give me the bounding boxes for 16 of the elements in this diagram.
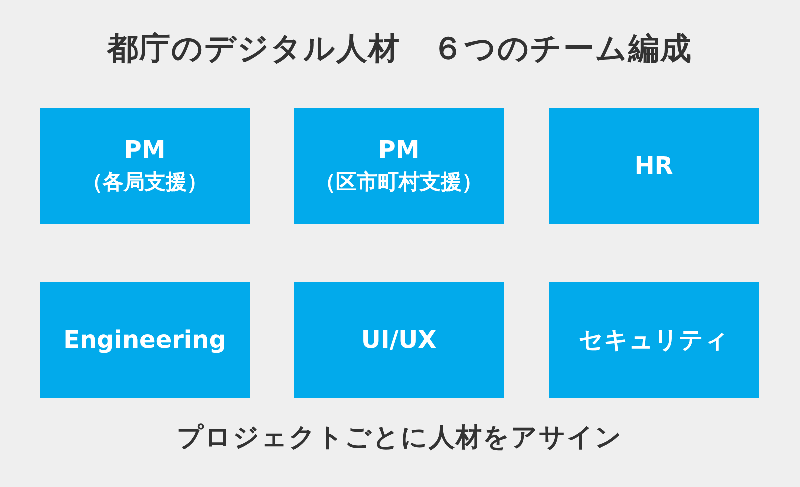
- team-box: [549, 282, 759, 398]
- team-name: Engineering: [64, 325, 226, 356]
- team-box: [294, 108, 504, 224]
- team-box: [294, 282, 504, 398]
- team-name: UI/UX: [361, 325, 437, 356]
- team-name: HR: [634, 151, 674, 182]
- team-subtitle: （区市町村支援）: [315, 169, 483, 196]
- team-box: [40, 282, 250, 398]
- team-subtitle: （各局支援）: [82, 169, 208, 196]
- team-name: PM: [124, 135, 166, 166]
- team-name: セキュリティ: [579, 325, 729, 356]
- team-box: [549, 108, 759, 224]
- team-box: [40, 108, 250, 224]
- team-name: PM: [378, 135, 420, 166]
- caption: プロジェクトごとに人材をアサイン: [176, 422, 624, 455]
- diagram-title: 都庁のデジタル人材 ６つのチーム編成: [106, 30, 694, 69]
